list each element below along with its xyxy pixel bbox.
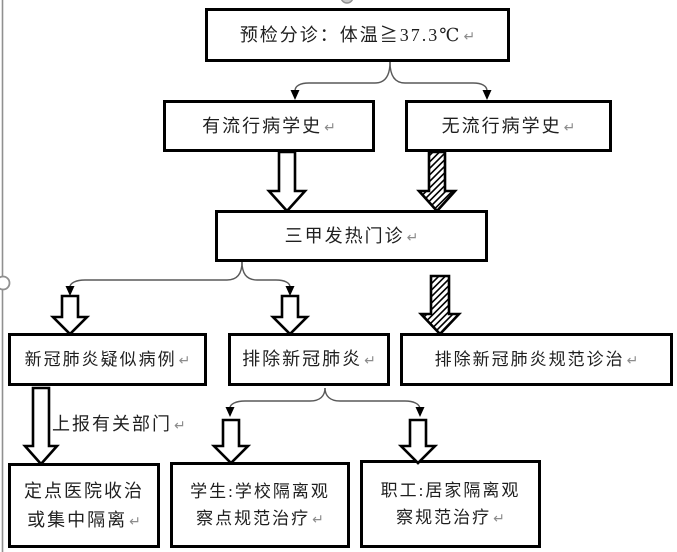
node-label: 新冠肺炎疑似病例↵ (24, 349, 191, 369)
canvas-top-handle[interactable] (340, 0, 354, 4)
return-mark: ↵ (129, 513, 141, 530)
return-mark: ↵ (174, 418, 186, 434)
arrowhead (482, 90, 492, 100)
node-triage[interactable]: 预检分诊：体温≧37.3℃↵ (205, 8, 510, 62)
node-label-line2: 察点规范治疗↵ (196, 509, 324, 528)
return-mark: ↵ (312, 512, 324, 528)
arrowhead (285, 286, 295, 296)
node-label-line1: 定点医院收治 (24, 480, 144, 501)
arrowhead (415, 407, 425, 417)
node-label: 三甲发热门诊↵ (284, 225, 419, 246)
node-label: 无流行病学史↵ (441, 115, 576, 136)
return-mark: ↵ (626, 352, 639, 369)
node-staff-home-isolation[interactable]: 职工:居家隔离观 察规范治疗↵ (360, 460, 541, 548)
block-arrow-to-students[interactable] (210, 418, 252, 465)
return-mark: ↵ (463, 28, 476, 45)
return-mark: ↵ (324, 119, 336, 136)
node-label-line1: 职工:居家隔离观 (380, 480, 521, 500)
node-label: 预检分诊：体温≧37.3℃↵ (239, 24, 476, 45)
node-epidemiology-history-yes[interactable]: 有流行病学史↵ (163, 100, 375, 152)
block-arrow-epi-yes-down[interactable] (266, 150, 308, 213)
node-label: 有流行病学史↵ (202, 115, 336, 136)
connector-fever-clinic-split[interactable] (65, 261, 295, 296)
node-label-line2: 或集中隔离↵ (27, 509, 141, 530)
node-fever-clinic[interactable]: 三甲发热门诊↵ (215, 210, 488, 262)
return-mark: ↵ (493, 511, 505, 527)
block-arrow-to-staff[interactable] (397, 418, 439, 465)
arrowhead (65, 286, 75, 296)
return-mark: ↵ (364, 353, 376, 370)
node-excluded-covid[interactable]: 排除新冠肺炎↵ (228, 333, 390, 386)
return-mark: ↵ (406, 229, 419, 246)
hatched-arrow-epi-no-down[interactable] (416, 150, 458, 213)
connector-triage-split[interactable] (290, 61, 492, 100)
hatched-arrow-to-excluded-standard[interactable] (417, 274, 463, 336)
canvas-resize-handle[interactable] (0, 275, 11, 291)
block-arrow-to-excluded[interactable] (269, 294, 311, 336)
arrowhead (290, 90, 300, 100)
block-arrow-to-suspected[interactable] (49, 294, 91, 336)
node-students-isolation[interactable]: 学生:学校隔离观 察点规范治疗↵ (170, 462, 350, 548)
return-mark: ↵ (178, 352, 191, 369)
arrowhead (225, 407, 235, 417)
node-label-line1: 学生:学校隔离观 (190, 481, 330, 501)
node-epidemiology-history-no[interactable]: 无流行病学史↵ (405, 100, 612, 152)
node-label-line2: 察规范治疗↵ (396, 508, 505, 527)
node-excluded-covid-standard-treatment[interactable]: 排除新冠肺炎规范诊治↵ (400, 333, 673, 386)
connector-excluded-split[interactable] (225, 387, 425, 417)
edge-label-report-authorities: 上报有关部门↵ (52, 414, 186, 434)
node-label: 排除新冠肺炎↵ (242, 349, 376, 370)
node-designated-hospital[interactable]: 定点医院收治 或集中隔离↵ (8, 463, 160, 548)
return-mark: ↵ (563, 119, 576, 136)
node-suspected-case[interactable]: 新冠肺炎疑似病例↵ (8, 333, 207, 386)
node-label: 排除新冠肺炎规范诊治↵ (434, 349, 639, 369)
